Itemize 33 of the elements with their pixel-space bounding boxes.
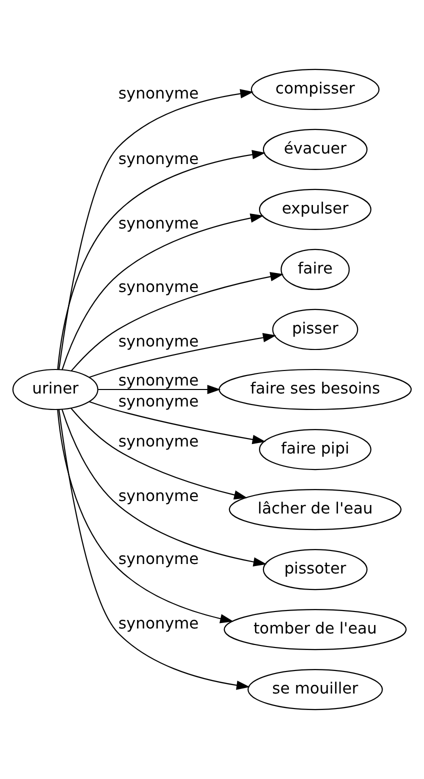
arrow xyxy=(62,409,267,566)
node-ellipse: faire ses besoins xyxy=(218,368,412,410)
node-ellipse: se mouiller xyxy=(248,669,383,710)
arrow xyxy=(57,150,266,370)
edge-label: synonyme xyxy=(118,614,199,633)
edge-label: synonyme xyxy=(118,432,199,450)
edge-label: synonyme xyxy=(118,392,199,410)
edge-label: synonyme xyxy=(118,371,199,390)
node-ellipse: pisser xyxy=(272,308,358,350)
arrow xyxy=(98,384,221,394)
edge-label: synonyme xyxy=(118,150,199,168)
edge-label: synonyme xyxy=(118,214,199,233)
arrow xyxy=(57,409,234,624)
arrow xyxy=(89,401,266,444)
arrow xyxy=(70,272,284,372)
node-ellipse: uriner xyxy=(12,368,98,410)
node-ellipse: faire xyxy=(280,248,350,290)
node-ellipse: expulser xyxy=(258,188,372,230)
node-ellipse: évacuer xyxy=(262,128,368,170)
edge-label: synonyme xyxy=(118,486,199,505)
arrow xyxy=(58,89,254,370)
arrow xyxy=(89,333,276,378)
arrow xyxy=(62,213,264,370)
node-ellipse: pissoter xyxy=(262,548,368,590)
edge-label: synonyme xyxy=(118,332,199,350)
node-ellipse: faire pipi xyxy=(258,428,372,470)
edge-label: synonyme xyxy=(118,84,199,103)
edge-label: synonyme xyxy=(118,278,199,296)
edge-label: synonyme xyxy=(118,550,199,568)
node-ellipse: tomber de l'eau xyxy=(224,608,407,650)
node-ellipse: compisser xyxy=(250,68,380,110)
arrow xyxy=(70,408,248,500)
arrow xyxy=(58,410,250,690)
